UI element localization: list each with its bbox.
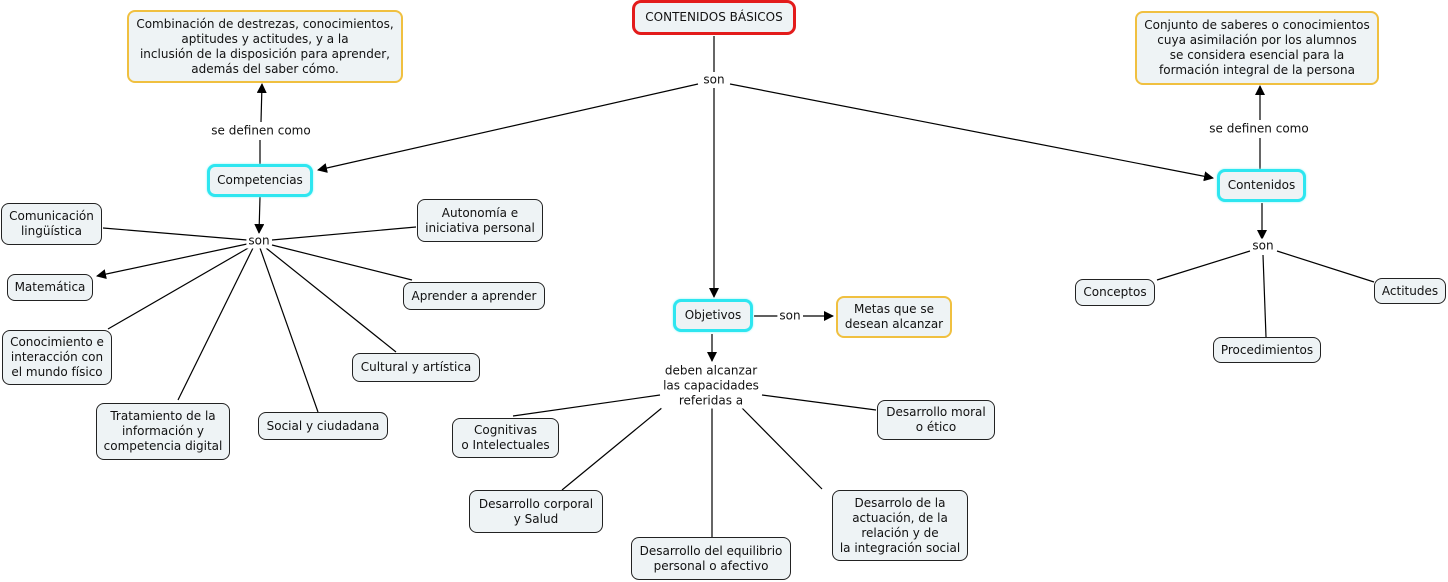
node-aprender-a-aprender[interactable]: Aprender a aprender [403,282,545,310]
node-contenidos[interactable]: Contenidos [1217,169,1306,202]
node-contenidos-definition[interactable]: Conjunto de saberes o conocimientos cuya… [1135,11,1379,85]
node-comunicacion-linguistica[interactable]: Comunicación lingüística [1,203,102,245]
edge-son-competencias [317,83,699,173]
node-competencias-definition[interactable]: Combinación de destrezas, conocimientos,… [127,10,403,83]
node-cognitivas-intelectuales[interactable]: Cognitivas o Intelectuales [452,418,559,458]
node-autonomia-iniciativa[interactable]: Autonomía e iniciativa personal [417,199,543,242]
node-objetivos[interactable]: Objetivos [673,299,753,332]
edge-comp-def-arrow [256,83,267,123]
node-matematica[interactable]: Matemática [7,274,93,301]
root-node-contenidos-basicos[interactable]: CONTENIDOS BÁSICOS [632,0,796,35]
node-competencias[interactable]: Competencias [207,164,313,197]
node-cultural-artistica[interactable]: Cultural y artística [352,353,480,382]
node-tratamiento-informacion[interactable]: Tratamiento de la información y competen… [96,403,230,460]
link-label-contenidos-definition: se definen como [1207,121,1311,137]
node-conocimiento-mundo-fisico[interactable]: Conocimiento e interacción con el mundo … [2,330,112,385]
node-desarrollo-corporal-salud[interactable]: Desarrollo corporal y Salud [469,490,603,533]
node-conceptos[interactable]: Conceptos [1075,279,1155,306]
node-social-ciudadana[interactable]: Social y ciudadana [258,412,388,440]
node-actitudes[interactable]: Actitudes [1374,278,1446,304]
edge-comp-son [254,196,265,234]
link-label-competencias-son: son [246,233,272,249]
node-procedimientos[interactable]: Procedimientos [1213,337,1321,363]
link-label-root-son: son [701,72,727,88]
link-label-objetivos-capacidades: deben alcanzar las capacidades referidas… [661,363,761,409]
link-label-objetivos-son: son [777,308,803,324]
node-desarrollo-actuacion-integracion[interactable]: Desarrolo de la actuación, de la relació… [832,490,968,561]
node-objetivos-definition[interactable]: Metas que se desean alcanzar [836,296,952,338]
edge-son-contenidos [729,83,1214,182]
link-label-competencias-definition: se definen como [209,123,313,139]
node-desarrollo-moral-etico[interactable]: Desarrollo moral o ético [877,400,995,440]
node-desarrollo-equilibrio-personal[interactable]: Desarrollo del equilibrio personal o afe… [631,537,791,580]
link-label-contenidos-son: son [1250,238,1276,254]
